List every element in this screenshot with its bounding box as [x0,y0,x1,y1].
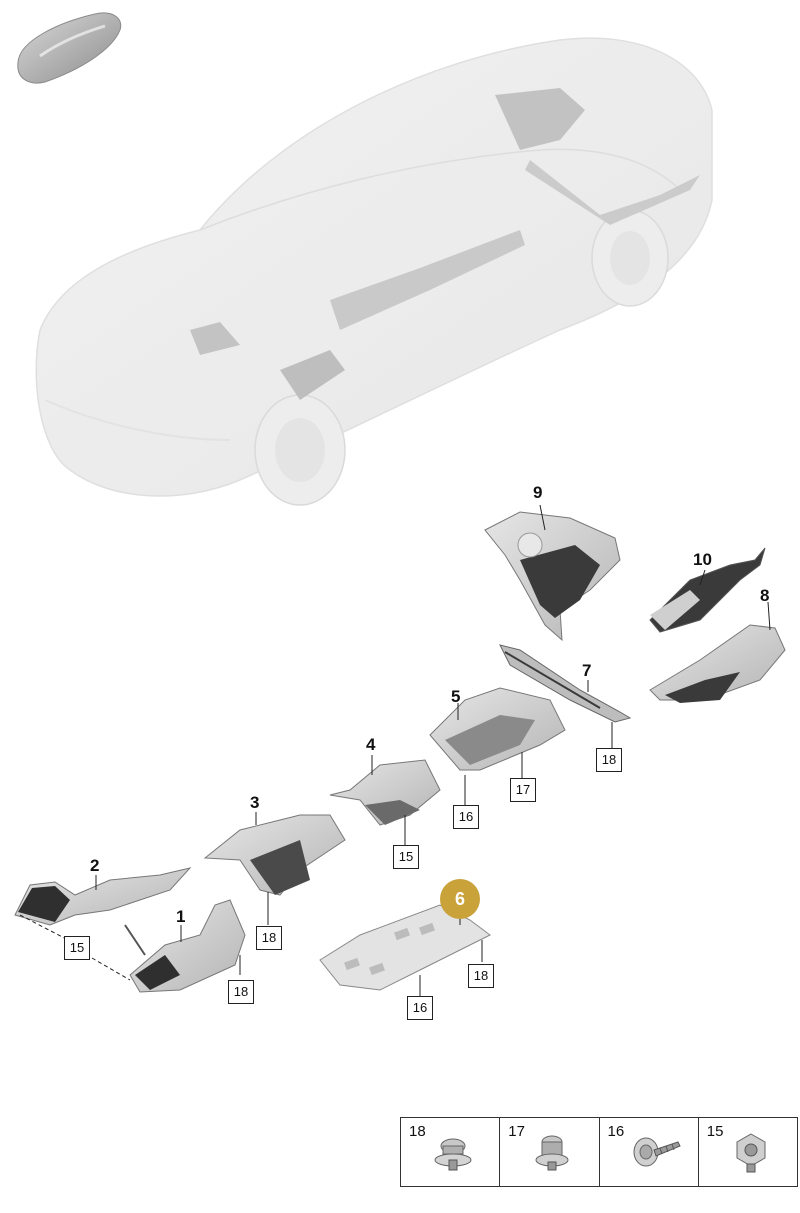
washer-screw-icon [633,1137,681,1167]
legend-number: 15 [706,1123,724,1140]
legend-number: 16 [607,1123,625,1140]
callout-part-4: 4 [366,735,376,754]
callout-part-7: 7 [582,661,592,680]
fastener-ref-box: 18 [256,926,282,950]
fastener-ref-box: 16 [453,805,479,829]
heat-shield-part-8 [649,624,786,703]
legend-cell: 18 [401,1118,501,1186]
heat-shield-part-3 [203,814,346,896]
fastener-ref-box: 18 [468,964,494,988]
callout-part-3: 3 [250,793,260,812]
heat-shield-part-2 [14,867,192,926]
heat-shield-part-6 [319,904,491,991]
heat-shield-part-1 [124,899,246,993]
car-model-icon [17,12,122,84]
callout-part-2: 2 [90,856,100,875]
callout-part-9: 9 [533,483,543,502]
callout-part-10: 10 [693,550,712,569]
ghost-car-outline [35,37,713,506]
fastener-ref-box: 16 [407,996,433,1020]
washer-nut-icon [434,1138,472,1171]
heat-shield-part-10 [649,547,766,633]
fastener-ref-box: 18 [596,748,622,772]
callout-part-6-highlighted: 6 [440,879,480,919]
leader-lines [19,504,771,996]
flange-nut-icon [535,1135,569,1171]
legend-cell: 16 [600,1118,699,1186]
heat-shield-part-4 [329,759,441,826]
heat-shield-part-9 [484,511,621,642]
legend-number: 17 [508,1123,525,1140]
callout-part-1: 1 [176,907,186,926]
fastener-ref-box: 18 [228,980,254,1004]
legend-cell: 17 [500,1118,600,1186]
callout-part-8: 8 [760,586,770,605]
fastener-ref-box: 15 [393,845,419,869]
legend-cell: 15 [699,1118,797,1186]
callout-part-5: 5 [451,687,461,706]
fastener-ref-box: 15 [64,936,90,960]
fastener-ref-box: 17 [510,778,536,802]
fastener-legend: 18 17 16 15 [400,1117,798,1187]
heat-shield-part-7 [499,644,632,723]
heat-shield-part-5 [429,687,566,771]
legend-number: 18 [409,1123,426,1140]
hex-nut-icon [736,1133,766,1173]
